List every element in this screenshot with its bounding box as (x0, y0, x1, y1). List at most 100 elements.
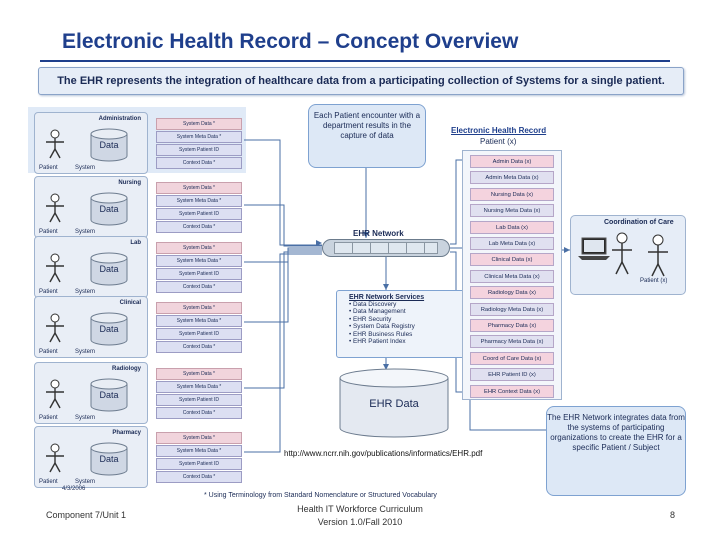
system-data-cell: System Patient ID (156, 208, 242, 220)
ehr-record-item: Coord of Care Data (x) (470, 352, 554, 365)
data-label: Data (99, 140, 119, 150)
tube-segment (352, 243, 353, 253)
title-divider (40, 60, 670, 62)
diagram-date: 4/3/2006 (62, 486, 86, 492)
system-database-icon (90, 128, 128, 162)
ehr-record-item: Clinical Meta Data (x) (470, 270, 554, 283)
system-data-cell: System Patient ID (156, 458, 242, 470)
coordination-of-care-panel (570, 215, 686, 295)
ehr-network-label: EHR Network (353, 229, 404, 238)
ehr-record-title: Electronic Health Record (451, 126, 547, 135)
ehr-record-item: Nursing Meta Data (x) (470, 204, 554, 217)
system-data-cell: System Data * (156, 302, 242, 314)
system-database-icon (90, 312, 128, 346)
system-data-cell: System Patient ID (156, 328, 242, 340)
department-name: Nursing (118, 180, 141, 186)
data-label: Data (99, 454, 119, 464)
footer-curriculum: Health IT Workforce Curriculum Version 1… (270, 503, 450, 529)
system-data-cell: Context Data * (156, 407, 242, 419)
system-data-cell: System Patient ID (156, 144, 242, 156)
system-database-icon (90, 192, 128, 226)
terminology-footnote: * Using Terminology from Standard Nomenc… (204, 492, 437, 499)
ehr-record-item: Clinical Data (x) (470, 253, 554, 266)
service-item: EHR Business Rules (349, 331, 465, 338)
department-name: Pharmacy (112, 430, 141, 436)
system-data-cell: Context Data * (156, 157, 242, 169)
ehr-record-item: Nursing Data (x) (470, 188, 554, 201)
system-label: System (75, 349, 96, 355)
tube-segment (424, 243, 425, 253)
care-team-icon (578, 232, 668, 277)
data-label: Data (99, 264, 119, 274)
patient-label: Patient (39, 415, 58, 421)
system-data-cell: Context Data * (156, 281, 242, 293)
footer-curriculum-line1: Health IT Workforce Curriculum (297, 504, 423, 514)
ehr-record-item: Lab Data (x) (470, 221, 554, 234)
patient-label: Patient (39, 479, 58, 485)
system-data-cell: System Meta Data * (156, 195, 242, 207)
tube-segment (388, 243, 389, 253)
service-item: System Data Registry (349, 323, 465, 330)
system-data-cell: Context Data * (156, 471, 242, 483)
intro-banner: The EHR represents the integration of he… (38, 67, 684, 95)
system-data-cell: System Data * (156, 242, 242, 254)
ehr-record-item: Radiology Meta Data (x) (470, 303, 554, 316)
integration-callout: The EHR Network integrates data from the… (546, 406, 686, 496)
department-name: Administration (98, 116, 141, 122)
system-data-cell: System Patient ID (156, 268, 242, 280)
ehr-record-item: Radiology Data (x) (470, 286, 554, 299)
footer-curriculum-line2: Version 1.0/Fall 2010 (317, 517, 403, 527)
patient-figure-icon (46, 193, 64, 223)
patient-label: Patient (39, 165, 58, 171)
system-database-icon (90, 442, 128, 476)
patient-label: Patient (39, 229, 58, 235)
patient-label: Patient (39, 349, 58, 355)
data-label: Data (99, 324, 119, 334)
system-data-cell: System Data * (156, 118, 242, 130)
services-list: Data Discovery Data Management EHR Secur… (349, 301, 465, 345)
tube-segment (370, 243, 371, 253)
page-title: Electronic Health Record – Concept Overv… (62, 30, 519, 53)
department-name: Radiology (111, 366, 141, 372)
ehr-network-services: EHR Network Services Data Discovery Data… (336, 290, 466, 358)
patient-figure-icon (46, 129, 64, 159)
system-data-cell: System Data * (156, 432, 242, 444)
patient-figure-icon (46, 379, 64, 409)
system-data-cell: System Meta Data * (156, 381, 242, 393)
service-item: EHR Patient Index (349, 338, 465, 345)
system-label: System (75, 289, 96, 295)
data-label: Data (99, 390, 119, 400)
patient-figure-icon (46, 313, 64, 343)
department-name: Clinical (119, 300, 141, 306)
services-title: EHR Network Services (349, 294, 425, 301)
coordination-patient-label: Patient (x) (640, 278, 668, 284)
service-item: Data Management (349, 308, 465, 315)
ehr-record-item: EHR Context Data (x) (470, 385, 554, 398)
tube-segment (406, 243, 407, 253)
patient-figure-icon (46, 443, 64, 473)
ehr-record-item: Lab Meta Data (x) (470, 237, 554, 250)
system-data-cell: System Data * (156, 368, 242, 380)
coordination-title: Coordination of Care (604, 219, 674, 226)
system-label: System (75, 415, 96, 421)
system-label: System (75, 479, 96, 485)
service-item: Data Discovery (349, 301, 465, 308)
ehr-record-subtitle: Patient (x) (480, 137, 517, 146)
system-data-cell: System Meta Data * (156, 131, 242, 143)
system-data-cell: Context Data * (156, 221, 242, 233)
service-item: EHR Security (349, 316, 465, 323)
source-url[interactable]: http://www.ncrr.nih.gov/publications/inf… (284, 449, 483, 458)
page-number: 8 (670, 510, 676, 520)
system-data-cell: System Data * (156, 182, 242, 194)
ehr-record-item: Admin Meta Data (x) (470, 171, 554, 184)
department-name: Lab (130, 240, 141, 246)
ehr-data-label: EHR Data (369, 398, 419, 410)
system-database-icon (90, 252, 128, 286)
encounter-callout: Each Patient encounter with a department… (308, 104, 426, 168)
system-data-cell: Context Data * (156, 341, 242, 353)
footer-component: Component 7/Unit 1 (46, 510, 127, 520)
